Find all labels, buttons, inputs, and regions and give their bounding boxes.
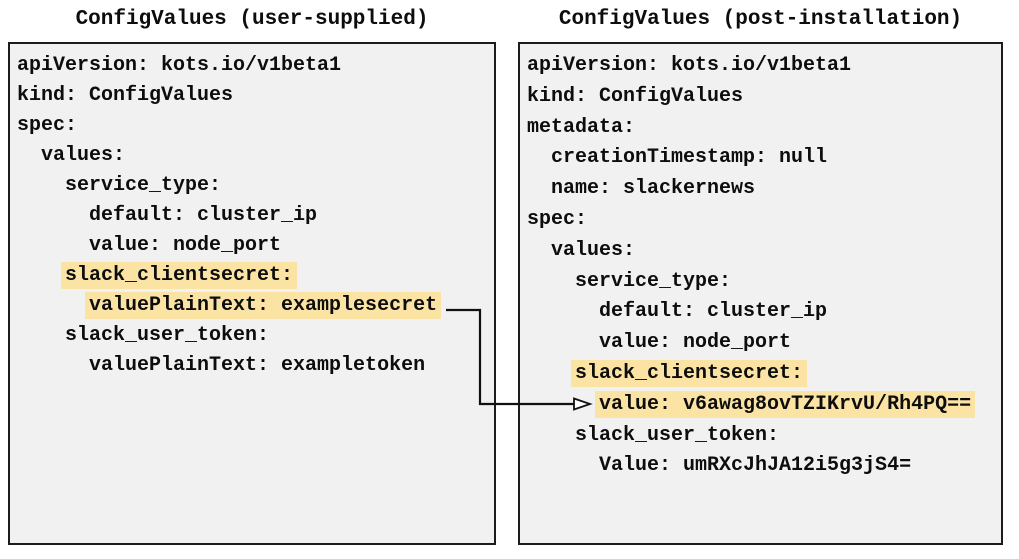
config-text: creationTimestamp: null — [551, 146, 828, 170]
config-text: apiVersion: kots.io/v1beta1 — [527, 54, 852, 77]
config-text: spec: — [17, 114, 78, 137]
indent — [527, 424, 575, 447]
code-line: creationTimestamp: null — [527, 143, 1001, 174]
indent — [17, 144, 41, 167]
code-line: service_type: — [17, 171, 494, 201]
code-line: valuePlainText: examplesecret — [17, 291, 494, 321]
config-text: values: — [551, 238, 636, 262]
panel-title-user-supplied: ConfigValues (user-supplied) — [75, 8, 429, 31]
config-text: default: cluster_ip — [89, 204, 318, 227]
config-text: values: — [41, 144, 126, 167]
code-line: service_type: — [527, 267, 1001, 298]
config-text: kind: ConfigValues — [527, 84, 744, 108]
config-text: slack_user_token: — [65, 324, 270, 347]
code-line: slack_clientsecret: — [527, 359, 1001, 390]
yaml-code-block: apiVersion: kots.io/v1beta1 kind: ConfigV… — [10, 44, 494, 381]
indent — [527, 177, 551, 200]
config-text: value: node_port — [89, 234, 282, 257]
config-text: Value: umRXcJhJA12i5g3jS4= — [599, 454, 912, 478]
highlighted-config-text: slack_clientsecret: — [571, 359, 808, 387]
config-text: default: cluster_ip — [599, 300, 828, 324]
indent — [17, 324, 65, 347]
config-panel-user-supplied: apiVersion: kots.io/v1beta1 kind: ConfigV… — [8, 42, 496, 545]
indent — [527, 146, 551, 169]
code-line: values: — [527, 236, 1001, 267]
indent — [17, 354, 89, 377]
config-text: service_type: — [575, 269, 732, 293]
highlighted-config-text: slack_clientsecret: — [61, 262, 298, 289]
code-line: default: cluster_ip — [527, 297, 1001, 328]
indent — [527, 300, 599, 323]
indent — [527, 393, 599, 416]
config-text: value: node_port — [599, 331, 792, 355]
indent — [527, 331, 599, 354]
panel-title-post-installation: ConfigValues (post-installation) — [558, 8, 963, 31]
code-line: kind: ConfigValues — [17, 81, 494, 111]
code-line: slack_user_token: — [527, 421, 1001, 452]
code-line: values: — [17, 141, 494, 171]
code-line: kind: ConfigValues — [527, 82, 1001, 113]
config-text: apiVersion: kots.io/v1beta1 — [17, 54, 342, 77]
highlighted-config-text: value: v6awag8ovTZIKrvU/Rh4PQ== — [595, 390, 976, 418]
yaml-code-block: apiVersion: kots.io/v1beta1 kind: ConfigV… — [520, 44, 1001, 482]
indent — [17, 264, 65, 287]
code-line: slack_user_token: — [17, 321, 494, 351]
code-line: apiVersion: kots.io/v1beta1 — [527, 51, 1001, 82]
config-text: valuePlainText: exampletoken — [89, 354, 426, 377]
config-text: kind: ConfigValues — [17, 84, 234, 107]
code-line: slack_clientsecret: — [17, 261, 494, 291]
config-panel-post-installation: apiVersion: kots.io/v1beta1 kind: ConfigV… — [518, 42, 1003, 545]
indent — [527, 454, 599, 477]
highlighted-config-text: valuePlainText: examplesecret — [85, 292, 442, 319]
indent — [527, 362, 575, 385]
indent — [17, 174, 65, 197]
code-line: value: v6awag8ovTZIKrvU/Rh4PQ== — [527, 390, 1001, 421]
config-text: name: slackernews — [551, 177, 756, 201]
code-line: Value: umRXcJhJA12i5g3jS4= — [527, 451, 1001, 482]
code-line: spec: — [17, 111, 494, 141]
indent — [17, 204, 89, 227]
code-line: apiVersion: kots.io/v1beta1 — [17, 51, 494, 81]
config-text: metadata: — [527, 115, 636, 139]
config-text: slack_user_token: — [575, 423, 780, 447]
code-line: default: cluster_ip — [17, 201, 494, 231]
config-text: service_type: — [65, 174, 222, 197]
indent — [527, 270, 575, 293]
code-line: value: node_port — [17, 231, 494, 261]
config-text: spec: — [527, 207, 588, 231]
code-line: spec: — [527, 205, 1001, 236]
code-line: valuePlainText: exampletoken — [17, 351, 494, 381]
indent — [17, 234, 89, 257]
indent — [17, 294, 89, 317]
code-line: value: node_port — [527, 328, 1001, 359]
code-line: metadata: — [527, 113, 1001, 144]
indent — [527, 239, 551, 262]
code-line: name: slackernews — [527, 174, 1001, 205]
